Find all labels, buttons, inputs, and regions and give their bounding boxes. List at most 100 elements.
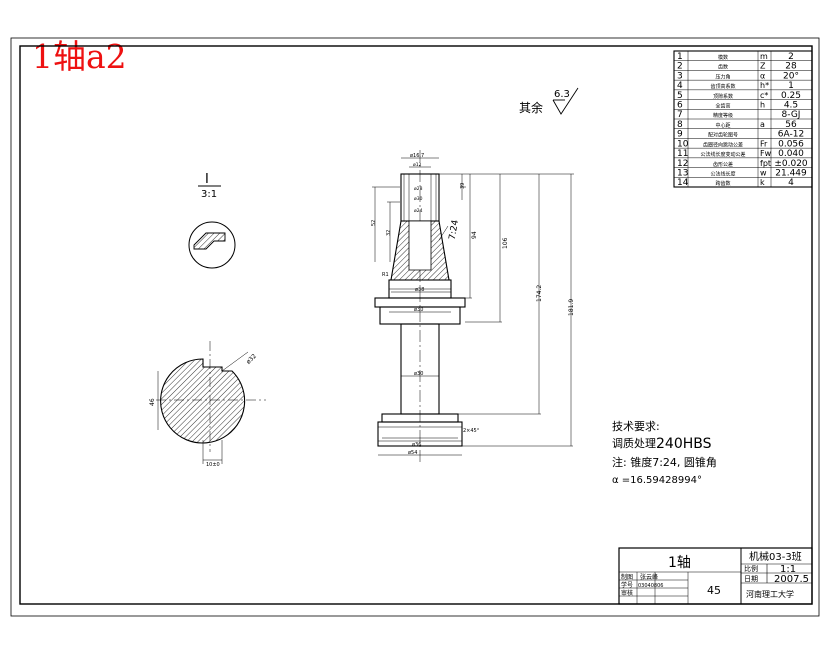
detail-scale: 3:1 [201,189,217,200]
title-row1-value: 张云峰 [640,573,658,581]
param-row-symbol: Fr [760,139,768,148]
title-row3-label: 审核 [621,589,633,597]
section-dim-key: 10±0 [206,462,220,468]
param-row-name: 模数 [718,54,728,61]
dim-l-106: 106 [502,237,509,249]
param-row-no: 2 [677,62,683,72]
param-row-symbol: c* [760,91,768,100]
param-row-no: 7 [677,110,683,120]
param-row-symbol: Z [760,62,766,71]
param-row-value: 56 [785,120,797,130]
param-row-value: 8-GJ [782,110,801,120]
param-row-symbol: m [760,52,768,61]
title-school: 河南理工大学 [746,589,794,599]
roughness-value: 6.3 [554,89,570,100]
detail-circle [188,221,236,269]
section-hatched [160,358,246,444]
param-row-value: 0.25 [781,91,801,101]
outer-frame [10,37,820,617]
param-row-symbol: fpt [760,159,771,168]
title-part-name: 1轴 [668,555,691,571]
title-row1-label: 制图 [621,573,633,581]
param-row-no: 6 [677,100,683,110]
param-row-value: 0.040 [778,149,804,159]
param-row-name: 齿顶高系数 [710,83,735,90]
param-row-name: 齿圈径向跳动公差 [703,141,743,148]
dim-d-c: ø24 [414,208,423,214]
param-row-value: 20° [783,71,799,81]
tech-line1-label: 调质处理 [612,437,656,450]
title-block: 1轴 机械03-3班 比例 1:1 日期 2007.5 制图 张云峰 学号 03… [618,547,813,605]
dim-d-b: ø30 [414,196,423,202]
param-row-name: 齿形公差 [713,161,733,168]
param-row-no: 14 [677,178,689,188]
dim-d-38: ø38 [415,287,424,293]
param-row-symbol: w [760,168,767,177]
param-row-name: 公法线长度变动公差 [700,151,745,158]
dim-d-40: ø30 [414,307,423,313]
param-row-name: 公法线长度 [710,170,735,177]
dim-chamfer: 2×45° [463,428,480,434]
param-row-name: 配对齿轮图号 [708,132,738,139]
param-row-value: 1 [788,81,794,91]
param-row-symbol: α [760,71,765,80]
param-row-value: 28 [785,62,797,72]
dim-d-base2: ø54 [408,450,417,456]
dim-d-mid: ø30 [414,371,423,377]
title-scale-value: 1:1 [780,564,796,575]
param-row-symbol: h [760,100,765,109]
tech-heading: 技术要求: [612,420,660,433]
dim-l-94: 94 [471,231,478,239]
tech-line2: 注: 锥度7:24, 圆锥角 [612,455,717,469]
section-dim-height: 46 [149,398,156,406]
title-date-label: 日期 [744,575,758,583]
param-row-no: 12 [677,159,688,169]
dim-d-top2: ø12 [413,162,422,168]
param-row-no: 3 [677,71,683,81]
title-drawing-no: 机械03-3班 [749,550,802,563]
dim-d-top: ø16.7 [410,153,424,159]
param-row-symbol: k [760,178,765,187]
param-row-value: 21.449 [775,168,807,178]
tech-requirements: 技术要求: 调质处理 240HBS 注: 锥度7:24, 圆锥角 α =16.5… [612,420,717,486]
param-row-value: 0.056 [778,139,804,149]
title-scale-label: 比例 [744,564,758,573]
tech-line3: α =16.59428994° [612,475,702,486]
param-row-value: ±0.020 [774,159,808,169]
param-row-value: 4 [788,178,794,188]
param-row-no: 11 [677,149,688,159]
tech-line1-value: 240HBS [656,436,712,452]
param-row-value: 4.5 [784,100,798,110]
dim-d-a: ø28 [414,186,423,192]
param-row-no: 10 [677,139,689,149]
param-row-name: 精度等级 [713,112,733,119]
dim-l-52: 52 [371,220,377,226]
section-dim-width: ø32 [245,353,258,366]
param-row-name: 中心距 [715,122,730,129]
title-quantity: 45 [707,584,721,597]
inner-frame [19,45,813,605]
dim-l-181: 181.9 [568,299,575,316]
shaft-main-view: 39 94 106 174.2 181.9 52 32 ø16.7 ø12 ø2… [371,150,575,465]
dim-d-base: ø36 [412,442,421,448]
surface-note-prefix: 其余 [519,100,543,115]
dim-taper: 7:24 [448,219,461,241]
roughness-symbol [552,87,579,115]
param-row-name: 跨齿数 [715,180,730,187]
param-row-name: 压力角 [715,73,730,80]
param-row-no: 9 [677,130,683,140]
param-row-symbol: h* [760,81,769,90]
param-row-name: 齿数 [718,64,728,71]
param-row-no: 4 [677,81,683,91]
title-row2-label: 学号 [621,581,633,589]
param-row-name: 顶隙系数 [713,93,733,100]
param-row-no: 8 [677,120,683,130]
section-view: 10±0 46 ø32 [149,341,266,468]
dim-fillet: R1 [382,272,389,278]
param-row-symbol: Fw [760,149,772,158]
title-row2-value: 03040806 [638,583,663,589]
dim-l-32: 32 [386,230,392,236]
title-date-value: 2007.5 [774,574,809,585]
param-row-no: 13 [677,168,688,178]
detail-view: I 3:1 [188,172,236,269]
